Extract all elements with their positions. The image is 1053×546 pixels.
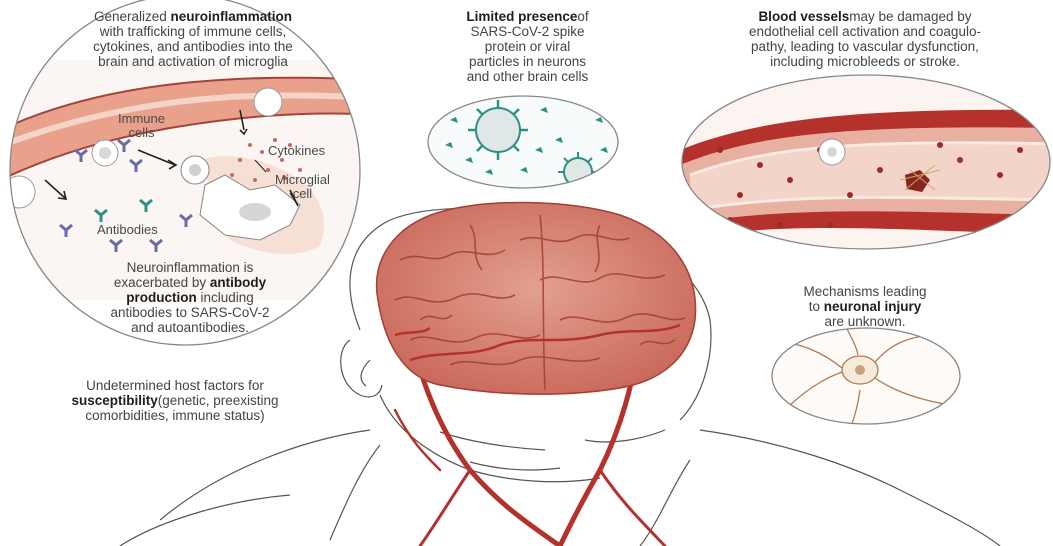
- blood-vessels-caption: Blood vesselsmay be damaged by endotheli…: [680, 9, 1050, 69]
- neuron-circle: [772, 325, 960, 430]
- sars-presence-caption: Limited presenceof SARS-CoV-2 spike prot…: [415, 9, 640, 84]
- label-antibodies: Antibodies: [97, 222, 158, 237]
- virus-particle-large: [468, 100, 528, 160]
- label-immune-cells: Immune cells: [118, 112, 165, 140]
- label-microglial-cell: Microglial cell: [275, 173, 330, 201]
- brain: [377, 203, 696, 395]
- susceptibility-caption: Undetermined host factors for susceptibi…: [10, 378, 340, 423]
- neuroinflammation-caption: Generalized neuroinflammation with traff…: [18, 9, 368, 69]
- neuronal-injury-caption: Mechanisms leading to neuronal injury ar…: [745, 284, 985, 329]
- antibody-production-caption: Neuroinflammation is exacerbated by anti…: [15, 260, 365, 335]
- label-cytokines: Cytokines: [268, 143, 325, 158]
